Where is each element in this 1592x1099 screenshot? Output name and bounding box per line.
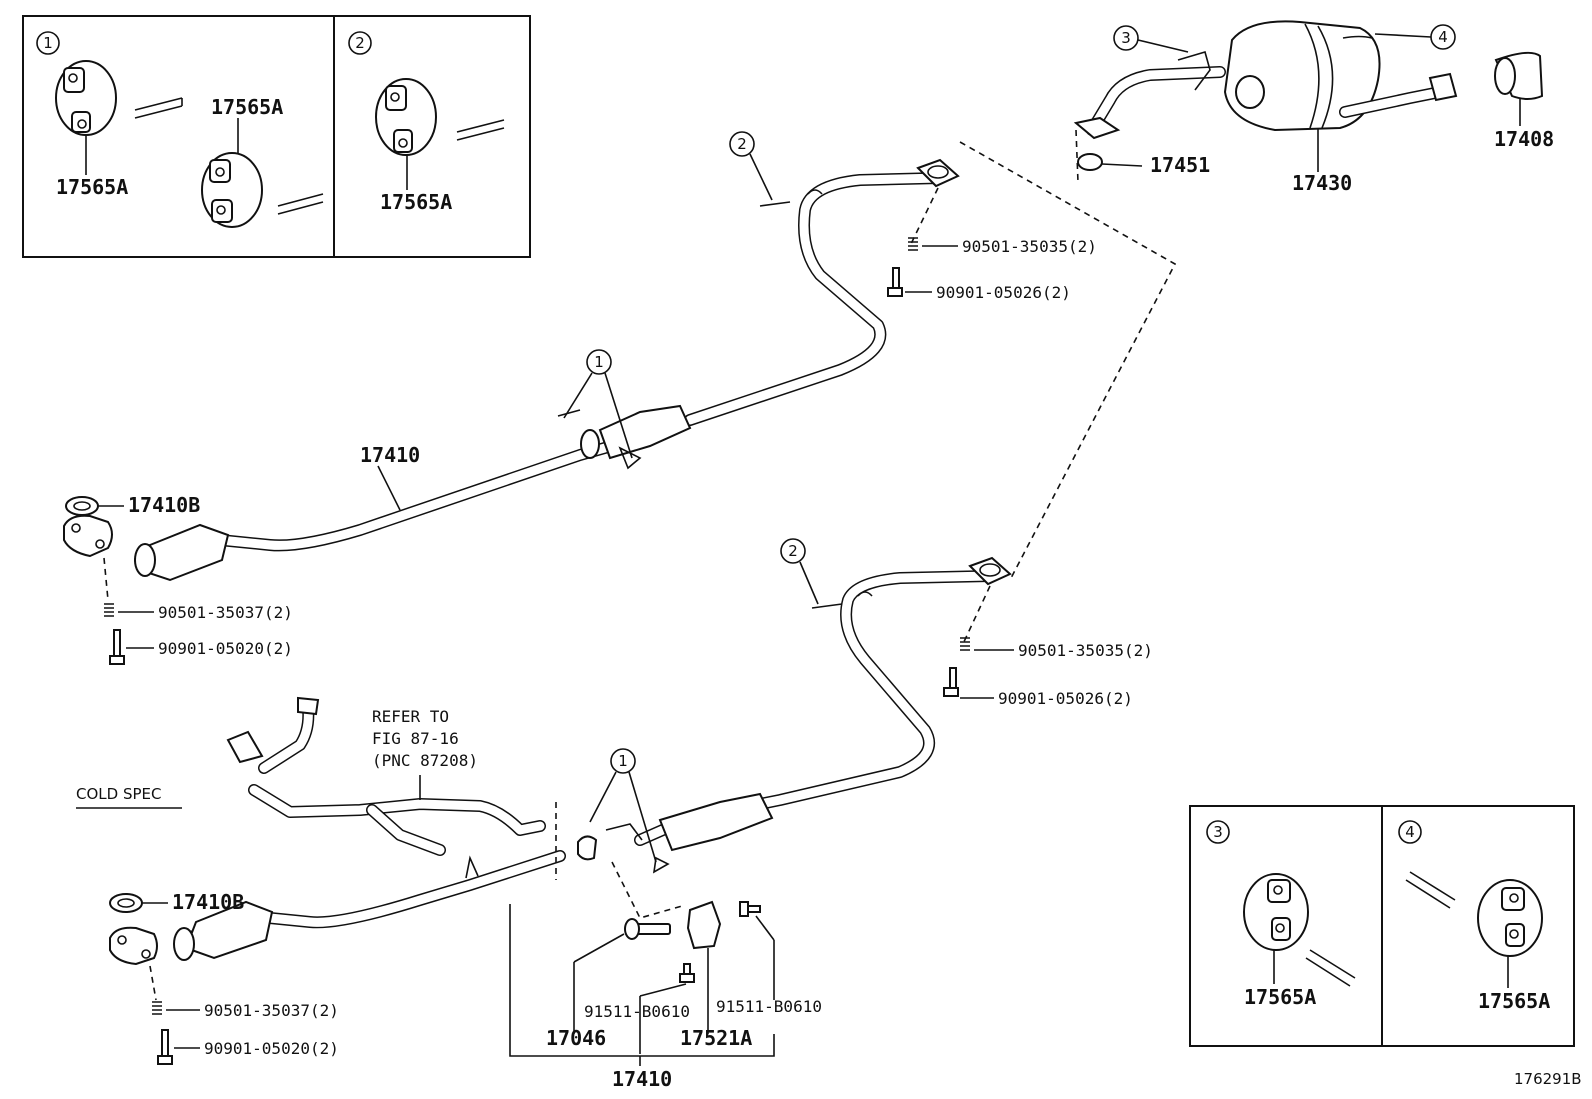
part-number-91511-B0610: 91511-B0610	[716, 997, 822, 1016]
bolt-icon	[109, 629, 125, 665]
clamp-bolt-icon	[624, 918, 671, 940]
part-number-90901-05026: 90901-05026(2)	[936, 283, 1071, 302]
rubber-hanger-icon	[375, 78, 437, 156]
spring-icon	[960, 637, 970, 651]
callout-1: 1	[618, 752, 628, 770]
part-number-17451: 17451	[1150, 153, 1210, 177]
refer-line-1: REFER TO	[372, 707, 449, 726]
part-number-17521A: 17521A	[680, 1026, 752, 1050]
bolt-icon	[887, 267, 903, 297]
rubber-hanger-icon	[1477, 879, 1543, 957]
part-number-17565A: 17565A	[56, 175, 128, 199]
spring-icon	[104, 603, 114, 617]
inset-callout-2: 2	[355, 34, 365, 52]
part-number-90901-05020: 90901-05020(2)	[158, 639, 293, 658]
callout-2: 2	[788, 542, 798, 560]
part-number-17565A: 17565A	[1478, 989, 1550, 1013]
part-number-91511-B0610: 91511-B0610	[584, 1002, 690, 1021]
part-number-90501-35037: 90501-35037(2)	[204, 1001, 339, 1020]
part-number-17046: 17046	[546, 1026, 606, 1050]
cold-spec-label: COLD SPEC	[76, 785, 161, 803]
figure-id: 176291B	[1514, 1070, 1582, 1088]
hose-assembly	[226, 696, 546, 856]
inset-callout-1: 1	[43, 34, 53, 52]
spring-icon	[152, 1001, 162, 1015]
lower-exhaust-pipe	[109, 556, 1012, 966]
inset-hangers-3-4: 3 17565A 4 17565A	[1189, 805, 1575, 1047]
bolt-icon	[157, 1029, 173, 1065]
part-number-90501-35035: 90501-35035(2)	[962, 237, 1097, 256]
callout-1: 1	[594, 353, 604, 371]
part-number-17565A: 17565A	[380, 190, 452, 214]
bolt-icon	[943, 667, 959, 697]
part-number-90501-35035: 90501-35035(2)	[1018, 641, 1153, 660]
part-number-90901-05020: 90901-05020(2)	[204, 1039, 339, 1058]
part-number-90901-05026: 90901-05026(2)	[998, 689, 1133, 708]
inset-callout-3: 3	[1213, 823, 1223, 841]
callout-3: 3	[1121, 29, 1131, 47]
inset-hangers-1-2: 1 17565A 17565A 2	[22, 15, 531, 258]
part-number-17430: 17430	[1292, 171, 1352, 195]
muffler-assembly: 3 4 17451 17430 17408	[1073, 20, 1554, 195]
spring-icon	[908, 237, 918, 251]
part-number-17565A: 17565A	[1244, 985, 1316, 1009]
rubber-hanger-icon	[1243, 873, 1309, 951]
tail-pipe-icon	[1494, 51, 1544, 100]
upper-exhaust-pipe	[63, 158, 960, 582]
bracket-icon	[686, 900, 722, 950]
refer-line-3: (PNC 87208)	[372, 751, 478, 770]
part-number-90501-35037: 90501-35037(2)	[158, 603, 293, 622]
part-number-17410B: 17410B	[128, 493, 200, 517]
bolt-icon	[739, 901, 761, 917]
part-number-17408: 17408	[1494, 127, 1554, 151]
part-number-17410: 17410	[612, 1067, 672, 1091]
bolt-icon	[679, 963, 695, 983]
part-number-17410: 17410	[360, 443, 420, 467]
part-number-17565A: 17565A	[211, 95, 283, 119]
part-number-17410B: 17410B	[172, 890, 244, 914]
rubber-hanger-icon	[55, 60, 117, 136]
rubber-hanger-icon	[201, 152, 263, 228]
callout-2: 2	[737, 135, 747, 153]
refer-line-2: FIG 87-16	[372, 729, 459, 748]
callout-4: 4	[1438, 28, 1448, 46]
inset-callout-4: 4	[1405, 823, 1415, 841]
